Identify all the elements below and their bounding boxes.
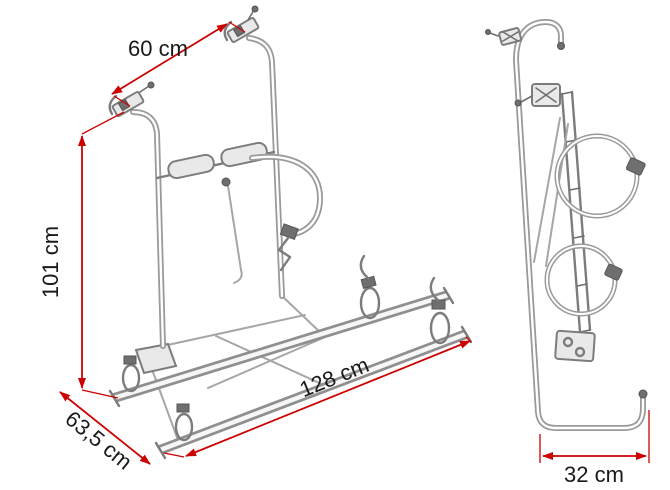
rail-channel [554,90,596,363]
right-upright-tube [246,35,285,299]
wheel-strap [359,254,381,320]
platform-left-drop [149,363,179,441]
dimension-label-top-width: 60 cm [128,36,188,61]
dimension-extension [228,21,246,33]
clamp-screw [485,29,491,35]
dimension-line [111,23,228,95]
clamp-screw [251,5,259,13]
arm-buckle [279,223,299,241]
support-arm [249,153,323,272]
support-rod [221,177,243,284]
dimension-label-rail-length: 128 cm [296,352,372,402]
side-straps [533,117,569,267]
arm-strap [277,236,292,272]
dimension-label-base-depth: 63,5 cm [60,406,137,475]
crossbar [155,141,276,180]
dimension-label-side-protrusion: 32 cm [564,462,624,487]
platform-right-drop [281,295,323,335]
dimension-height: 101 cm [38,111,125,399]
rod-knob [221,177,231,187]
bike-block-left [167,153,215,180]
rail-end-cap [442,286,455,305]
left-upright-tube [130,109,166,349]
dimension-side-protrusion: 32 cm [539,410,650,487]
dimension-extension [81,111,125,135]
tube-end-knob [557,42,565,50]
wheel-strap [121,355,141,393]
front-view-drawing [108,5,473,460]
dimension-extension [113,95,131,107]
top-clamp [485,27,523,46]
rail-end-cap [460,325,473,344]
mounting-clamp [514,83,561,107]
rail-end-cap [154,441,167,460]
dimension-extension [163,452,185,458]
side-view-drawing [485,19,648,431]
loop-buckle [625,157,646,176]
clamp-screw [147,81,155,89]
loop-buckle [604,263,623,281]
clamp-screw [514,99,522,107]
tube-end-knob [638,389,648,399]
dimension-line [185,340,471,457]
dimension-top-width: 60 cm [111,21,246,107]
dimension-base-depth: 63,5 cm [59,391,151,475]
dimension-label-height: 101 cm [38,226,63,298]
bolt-hole [562,336,574,348]
wheel-loop-lower [544,243,623,317]
side-main-tube [513,19,648,431]
base-plate [554,329,596,363]
dimension-rail-length: 128 cm [163,336,472,458]
wheel-loop-upper [554,133,646,219]
bumper-bracket [134,342,178,375]
bolt-hole [574,346,586,358]
wheel-strap [429,276,451,345]
wheel-strap [174,403,194,442]
dimension-line [59,391,151,465]
